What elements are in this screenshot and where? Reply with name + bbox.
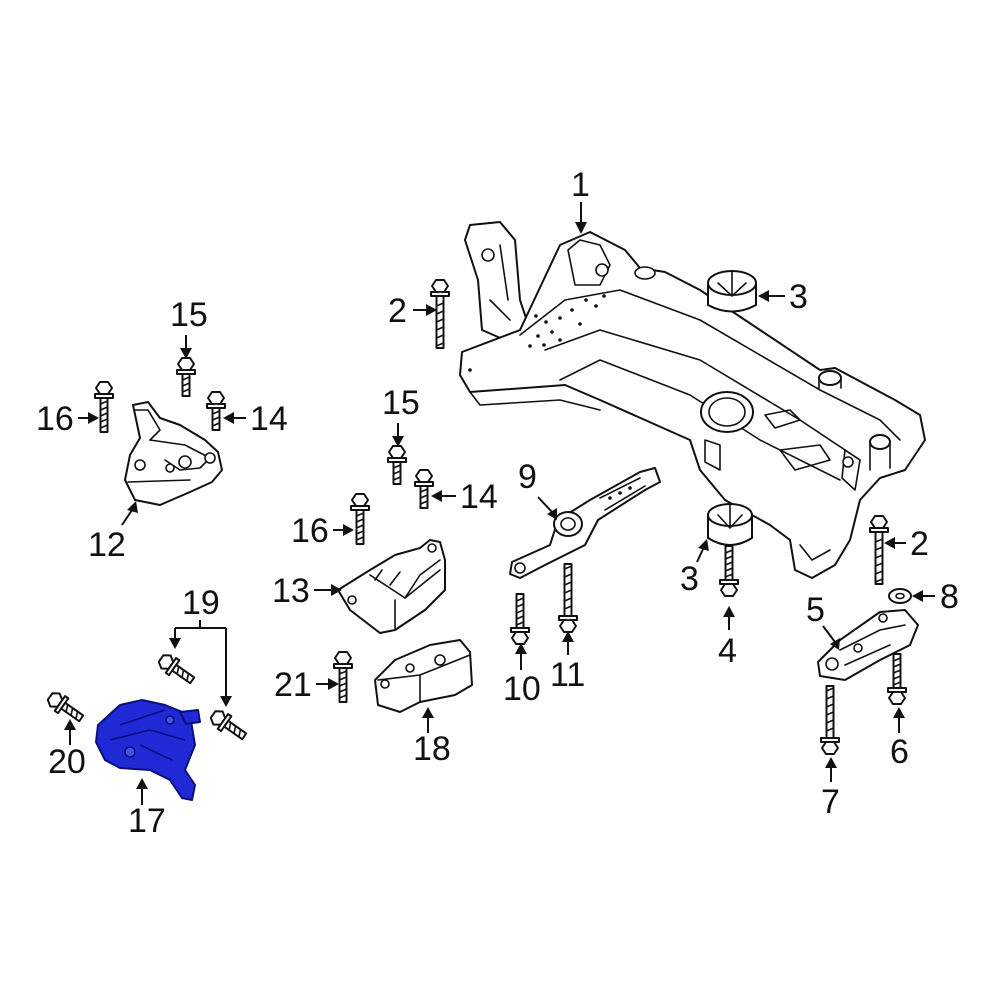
callout-17: 17 bbox=[128, 802, 166, 840]
mount-part-18[interactable] bbox=[374, 639, 473, 713]
transmission-mount-part-17[interactable] bbox=[95, 699, 201, 801]
callout-2-right: 2 bbox=[910, 525, 929, 563]
callout-20: 20 bbox=[48, 743, 86, 781]
washer-part-8[interactable] bbox=[888, 588, 912, 604]
bolt-part-6[interactable] bbox=[887, 653, 907, 705]
callout-2-left: 2 bbox=[388, 292, 407, 330]
callout-7: 7 bbox=[821, 783, 840, 821]
bolt-part-14-upper[interactable] bbox=[206, 391, 226, 431]
callout-16-upper: 16 bbox=[36, 400, 74, 438]
callout-15-lower: 15 bbox=[382, 384, 420, 422]
bolt-part-11[interactable] bbox=[558, 563, 578, 633]
callout-14-lower: 14 bbox=[460, 478, 498, 516]
bolt-part-19-left[interactable] bbox=[154, 650, 199, 689]
callout-9: 9 bbox=[518, 458, 537, 496]
callout-10: 10 bbox=[503, 670, 541, 708]
callout-15-upper: 15 bbox=[170, 296, 208, 334]
callout-21: 21 bbox=[274, 666, 312, 704]
bolt-part-15-upper[interactable] bbox=[176, 357, 196, 397]
bolt-part-19-right[interactable] bbox=[206, 706, 251, 745]
bolt-part-4[interactable] bbox=[719, 545, 739, 597]
callout-1: 1 bbox=[571, 166, 590, 204]
callout-11: 11 bbox=[550, 656, 585, 694]
bushing-part-3-lower[interactable] bbox=[707, 503, 753, 546]
bolt-part-10[interactable] bbox=[510, 593, 530, 645]
callout-5: 5 bbox=[806, 591, 825, 629]
callout-14-upper: 14 bbox=[250, 400, 288, 438]
bushing-part-3-upper[interactable] bbox=[707, 270, 757, 313]
bolt-part-2-right[interactable] bbox=[869, 515, 889, 585]
callout-3-lower: 3 bbox=[680, 560, 699, 598]
callout-4: 4 bbox=[718, 632, 737, 670]
callout-3-upper: 3 bbox=[789, 278, 808, 316]
callout-8: 8 bbox=[940, 578, 959, 616]
torque-rod-part-9[interactable] bbox=[509, 467, 661, 579]
bolt-part-20[interactable] bbox=[43, 688, 88, 727]
leader-lines bbox=[64, 202, 935, 805]
bracket-part-13[interactable] bbox=[337, 539, 446, 634]
callout-6: 6 bbox=[890, 733, 909, 771]
bracket-part-5[interactable] bbox=[817, 609, 919, 681]
bolt-part-15-lower[interactable] bbox=[387, 445, 407, 485]
bolt-part-2-left[interactable] bbox=[430, 279, 450, 349]
callout-18: 18 bbox=[413, 730, 451, 768]
callout-16-lower: 16 bbox=[291, 512, 329, 550]
bolt-part-16-upper[interactable] bbox=[94, 381, 114, 433]
bolt-part-14-lower[interactable] bbox=[414, 469, 434, 509]
bolt-part-7[interactable] bbox=[820, 685, 840, 755]
bolt-part-16-lower[interactable] bbox=[350, 493, 370, 545]
bolt-part-21[interactable] bbox=[333, 651, 353, 703]
callout-19: 19 bbox=[182, 584, 220, 622]
engine-mount-part-12[interactable] bbox=[124, 401, 223, 506]
subframe-part-1[interactable] bbox=[459, 221, 926, 579]
callout-12: 12 bbox=[88, 526, 126, 564]
callout-13: 13 bbox=[272, 572, 310, 610]
callout-labels: 1 2 3 2 3 8 4 5 6 7 9 10 11 12 13 14 14 … bbox=[36, 166, 959, 840]
